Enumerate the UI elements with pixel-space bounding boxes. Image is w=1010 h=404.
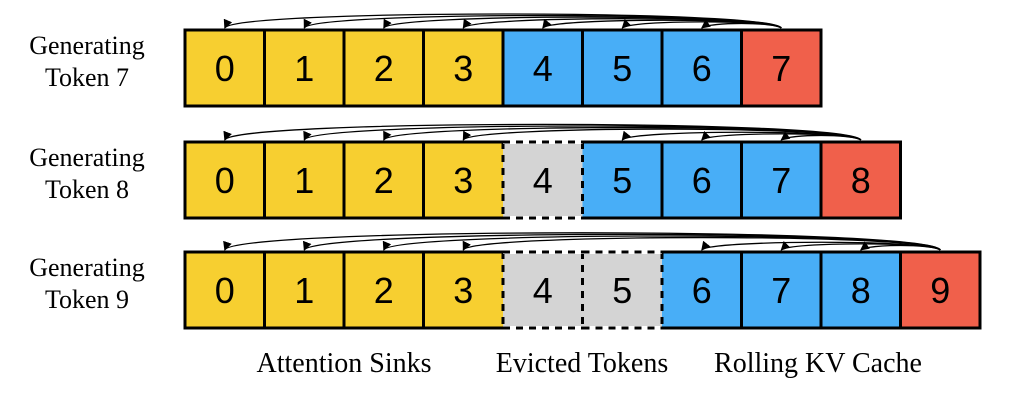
token-number: 5	[612, 270, 632, 311]
token-cell-rolling	[582, 30, 662, 106]
token-number: 6	[692, 48, 712, 89]
token-cell-rolling	[741, 142, 821, 218]
token-number: 9	[930, 270, 950, 311]
attention-arrow	[462, 236, 941, 251]
token-cell-rolling	[821, 252, 901, 328]
token-cell-sink	[264, 252, 344, 328]
token-cell-sink	[344, 252, 424, 328]
token-cell-rolling	[582, 142, 662, 218]
token-cell-current	[900, 252, 980, 328]
token-number: 0	[215, 48, 235, 89]
legend: Attention Sinks Evicted Tokens Rolling K…	[256, 348, 921, 379]
token-number: 0	[215, 160, 235, 201]
token-cell-rolling	[662, 30, 742, 106]
token-number: 7	[771, 160, 791, 201]
token-cell-evicted	[503, 252, 583, 328]
token-number: 4	[533, 160, 553, 201]
token-cell-sink	[185, 252, 265, 328]
token-number: 0	[215, 270, 235, 311]
token-number: 2	[374, 48, 394, 89]
legend-evicted-tokens: Evicted Tokens	[496, 348, 668, 379]
token-number: 5	[612, 48, 632, 89]
attention-arrow	[701, 19, 782, 29]
row-label-line2: Token 8	[45, 175, 129, 204]
token-number: 6	[692, 160, 712, 201]
token-cell-rolling	[741, 252, 821, 328]
token-cell-current	[741, 30, 821, 106]
token-cell-evicted	[503, 142, 583, 218]
row-label-line1: Generating	[29, 253, 145, 282]
row-label-line2: Token 9	[45, 285, 129, 314]
token-number: 4	[533, 270, 553, 311]
token-number: 1	[294, 48, 314, 89]
token-cell-sink	[423, 142, 503, 218]
row-label-line2: Token 7	[45, 63, 129, 92]
token-cell-sink	[344, 30, 424, 106]
token-number: 4	[533, 48, 553, 89]
token-number: 2	[374, 270, 394, 311]
token-number: 1	[294, 270, 314, 311]
row-label-line1: Generating	[29, 31, 145, 60]
token-number: 7	[771, 270, 791, 311]
attention-arrow	[860, 241, 941, 251]
row-label-line1: Generating	[29, 143, 145, 172]
token-cell-sink	[423, 252, 503, 328]
token-cell-sink	[344, 142, 424, 218]
token-number: 6	[692, 270, 712, 311]
token-number: 2	[374, 160, 394, 201]
token-cell-evicted	[582, 252, 662, 328]
token-cell-sink	[264, 30, 344, 106]
attention-arrow	[223, 232, 941, 251]
token-number: 8	[851, 160, 871, 201]
token-cell-rolling	[503, 30, 583, 106]
legend-rolling-kv-cache: Rolling KV Cache	[714, 348, 922, 379]
token-number: 8	[851, 270, 871, 311]
token-cell-rolling	[662, 142, 742, 218]
token-cell-rolling	[662, 252, 742, 328]
token-cell-sink	[264, 142, 344, 218]
token-number: 3	[453, 160, 473, 201]
token-cell-sink	[185, 30, 265, 106]
token-cell-current	[821, 142, 901, 218]
token-number: 7	[771, 48, 791, 89]
token-number: 1	[294, 160, 314, 201]
legend-attention-sinks: Attention Sinks	[256, 348, 431, 379]
token-cell-sink	[423, 30, 503, 106]
token-cell-sink	[185, 142, 265, 218]
token-number: 5	[612, 160, 632, 201]
attention-arrow	[780, 131, 862, 141]
token-number: 3	[453, 48, 473, 89]
token-number: 3	[453, 270, 473, 311]
